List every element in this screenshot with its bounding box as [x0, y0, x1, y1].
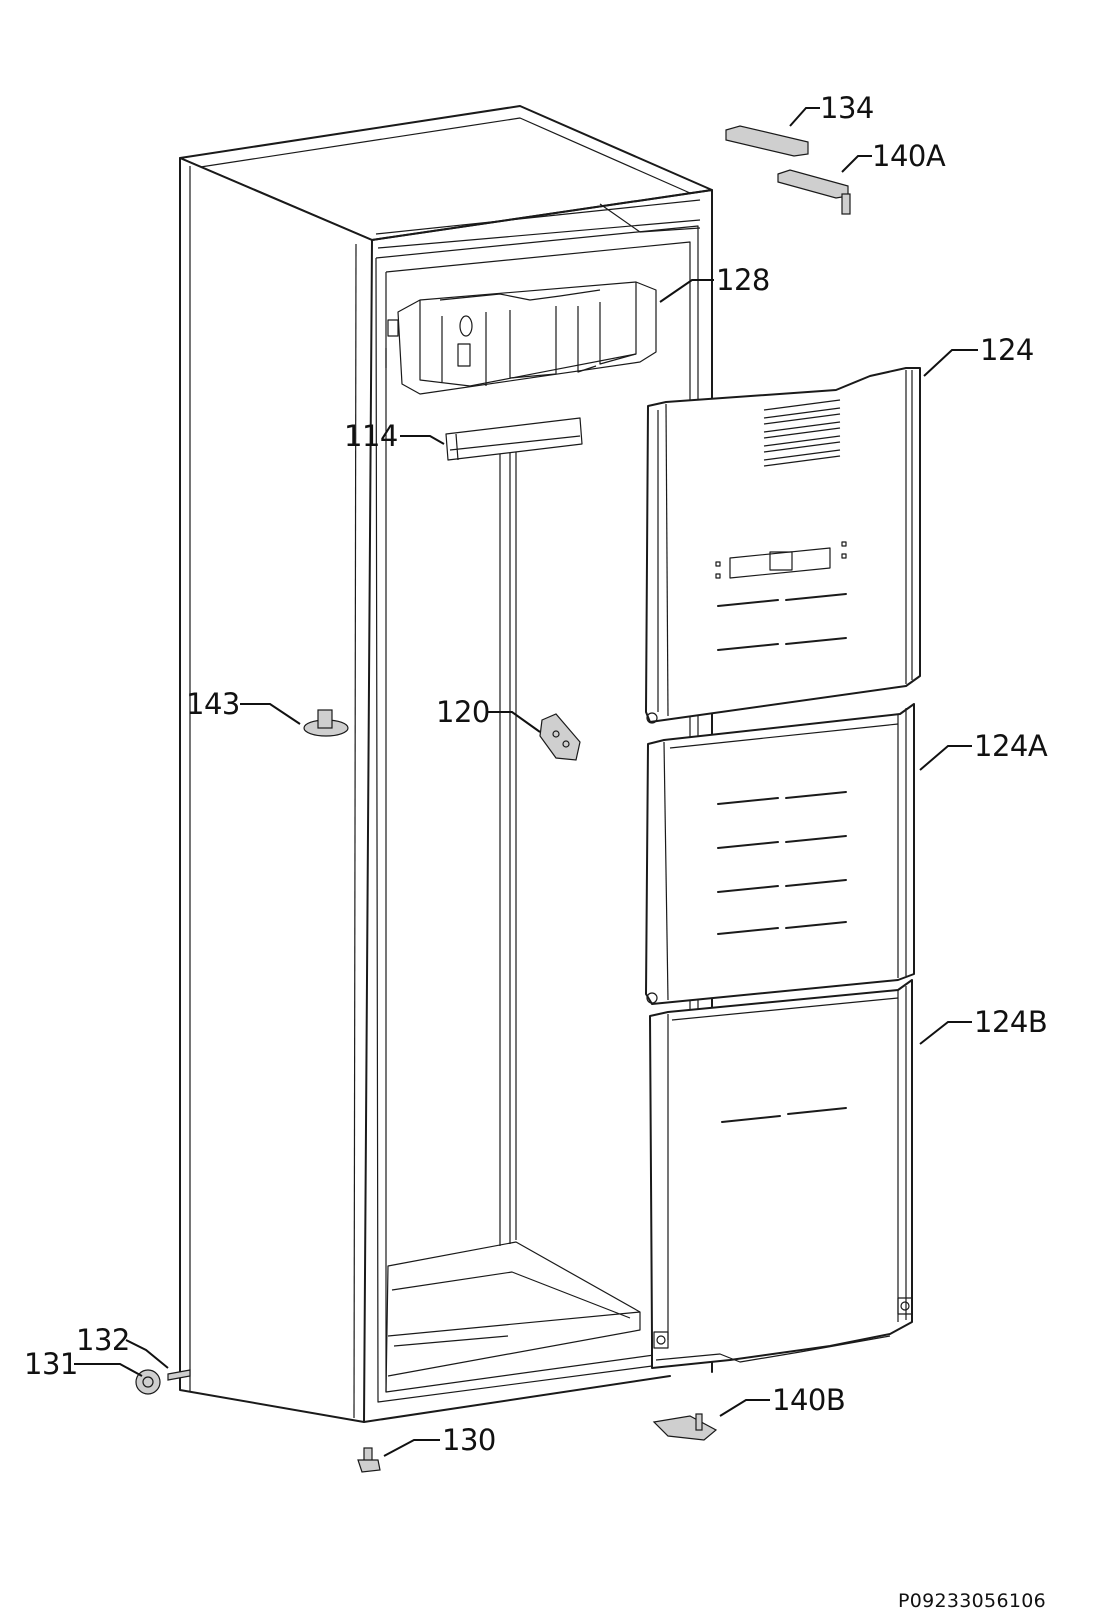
callout-124B: 124B — [974, 1005, 1048, 1039]
cabinet-body — [179, 105, 713, 1423]
part-120 — [539, 713, 581, 761]
callout-124: 124 — [980, 333, 1034, 367]
door-panel-124B — [649, 979, 913, 1369]
door-panel-124A — [645, 703, 915, 1005]
callout-120: 120 — [436, 695, 490, 729]
part-130 — [357, 1447, 381, 1473]
part-143 — [303, 709, 349, 737]
callout-143: 143 — [186, 687, 240, 721]
callout-128: 128 — [716, 263, 770, 297]
part-134 — [725, 125, 809, 157]
drawing-code: P09233056106 — [897, 1590, 1046, 1612]
door-panel-124 — [645, 367, 921, 724]
part-132 — [167, 1369, 191, 1381]
callout-132: 132 — [76, 1323, 130, 1357]
callout-134: 134 — [820, 91, 874, 125]
callout-140A: 140A — [872, 139, 946, 173]
callout-130: 130 — [442, 1423, 496, 1457]
part-140A — [777, 169, 851, 215]
callout-114: 114 — [344, 419, 398, 453]
callout-124A: 124A — [974, 729, 1048, 763]
callout-131: 131 — [24, 1347, 78, 1381]
callout-140B: 140B — [772, 1383, 846, 1417]
part-140B — [652, 1413, 718, 1441]
leader-lines — [74, 107, 978, 1457]
